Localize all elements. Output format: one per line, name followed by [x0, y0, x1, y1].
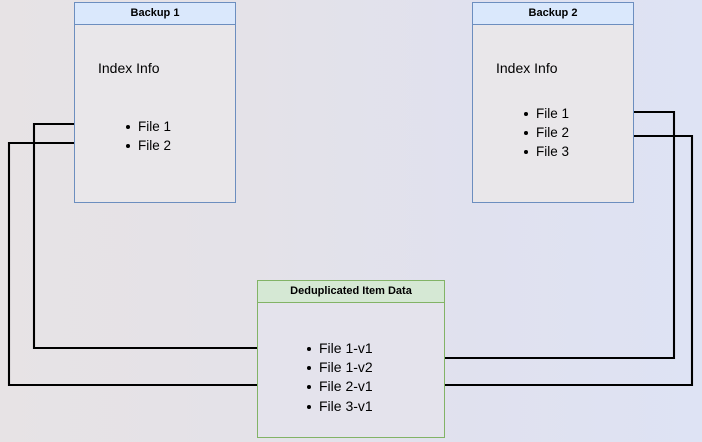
node-deduplicated-item-data-body: File 1-v1 File 1-v2 File 2-v1 File 3-v1 — [258, 303, 444, 437]
node-backup-2-body: Index Info File 1 File 2 File 3 — [473, 25, 633, 202]
node-backup-2-title: Backup 2 — [473, 3, 633, 25]
list-item: File 1-v1 — [306, 339, 373, 358]
list-item: File 3-v1 — [306, 397, 373, 416]
list-item: File 1 — [125, 117, 171, 136]
backup-1-file-list: File 1 File 2 — [125, 117, 171, 155]
list-item: File 3 — [523, 142, 569, 161]
list-item: File 1-v2 — [306, 358, 373, 377]
list-item: File 2 — [125, 136, 171, 155]
backup-2-file-list: File 1 File 2 File 3 — [523, 104, 569, 161]
node-backup-2[interactable]: Backup 2 Index Info File 1 File 2 File 3 — [472, 2, 634, 203]
node-backup-1-title: Backup 1 — [75, 3, 235, 25]
list-item: File 2 — [523, 123, 569, 142]
node-backup-1-body: Index Info File 1 File 2 — [75, 25, 235, 202]
node-deduplicated-item-data[interactable]: Deduplicated Item Data File 1-v1 File 1-… — [257, 280, 445, 438]
list-item: File 2-v1 — [306, 377, 373, 396]
list-item: File 1 — [523, 104, 569, 123]
backup-1-index-info-label: Index Info — [98, 60, 160, 76]
backup-2-index-info-label: Index Info — [496, 60, 558, 76]
dedup-item-list: File 1-v1 File 1-v2 File 2-v1 File 3-v1 — [306, 339, 373, 416]
node-deduplicated-item-data-title: Deduplicated Item Data — [258, 281, 444, 303]
node-backup-1[interactable]: Backup 1 Index Info File 1 File 2 — [74, 2, 236, 203]
